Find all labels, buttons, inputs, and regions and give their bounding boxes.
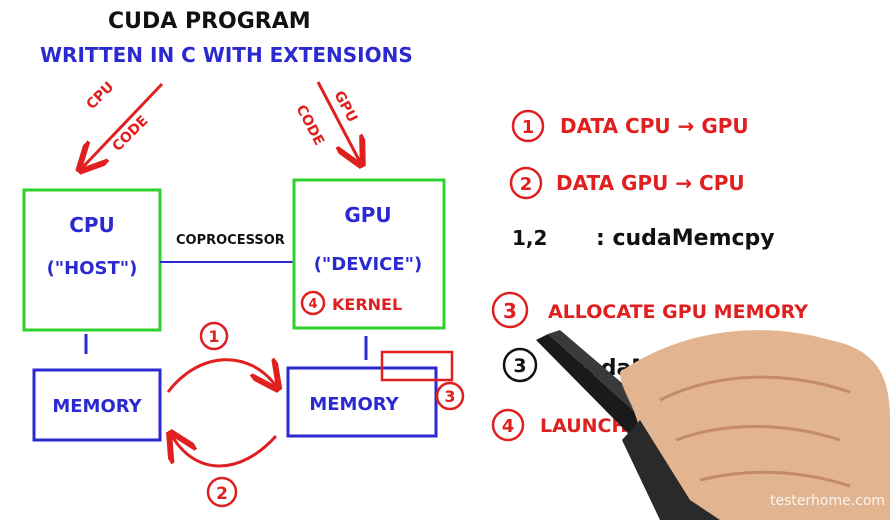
kernel-step-circle — [300, 290, 326, 316]
alloc-step-circle — [435, 381, 465, 411]
step-3-circle — [491, 291, 529, 329]
host-memory-box: MEMORY — [32, 368, 162, 442]
step-3-number: 3 — [503, 299, 517, 323]
transfer-step-2-circle — [206, 476, 238, 508]
step-4-number: 4 — [502, 416, 515, 437]
memcpy-text: : cudaMemcpy — [596, 226, 775, 251]
kernel-label: KERNEL — [332, 295, 402, 314]
cpu-host-box: CPU ("HOST") — [22, 188, 162, 332]
hand-with-pen-image — [536, 330, 890, 520]
allocated-region — [380, 350, 454, 382]
gpu-code-arrow: GPU CODE — [292, 81, 360, 162]
cpu-label: CPU — [69, 213, 115, 237]
step-2-number: 2 — [520, 174, 533, 195]
gpu-code-label-1: GPU — [330, 88, 360, 125]
malloc-step-circle — [502, 347, 538, 383]
step-3-text: ALLOCATE GPU MEMORY — [548, 301, 808, 323]
transfer-arrow-device-to-host — [172, 436, 278, 468]
kernel-step-number: 4 — [308, 297, 317, 312]
step-2-circle — [509, 166, 543, 200]
diagram-subtitle: WRITTEN IN C WITH EXTENSIONS — [40, 43, 413, 67]
device-memory-label: MEMORY — [309, 394, 399, 415]
device-memory-box: MEMORY 3 — [286, 350, 465, 438]
gpu-device-box: GPU ("DEVICE") 4 KERNEL — [292, 178, 446, 330]
step-4-circle — [491, 408, 525, 442]
gpu-device-label: ("DEVICE") — [314, 254, 423, 275]
transfer-step-2-number: 2 — [216, 484, 228, 504]
transfer-step-1-number: 1 — [208, 327, 219, 346]
gpu-label: GPU — [344, 203, 391, 227]
transfer-step-1-circle — [199, 321, 229, 351]
gpu-code-label-2: CODE — [292, 102, 326, 148]
step-2-text: DATA GPU → CPU — [556, 171, 745, 195]
step-1-text: DATA CPU → GPU — [560, 114, 749, 138]
transfer-arrow-host-to-device — [166, 360, 276, 392]
step-1-circle — [511, 109, 545, 143]
cpu-code-arrow: CPU CODE — [82, 79, 164, 168]
cpu-code-label-1: CPU — [84, 79, 118, 113]
cpu-host-label: ("HOST") — [47, 258, 138, 279]
alloc-step-number: 3 — [444, 387, 455, 406]
host-memory-label: MEMORY — [52, 396, 142, 417]
coprocessor-label: COPROCESSOR — [176, 233, 285, 248]
step-1-number: 1 — [522, 117, 535, 138]
watermark: testerhome.com — [770, 493, 885, 509]
malloc-step-number: 3 — [513, 355, 526, 377]
diagram-title: CUDA PROGRAM — [108, 9, 311, 34]
memcpy-step-numbers: 1,2 — [512, 226, 547, 250]
